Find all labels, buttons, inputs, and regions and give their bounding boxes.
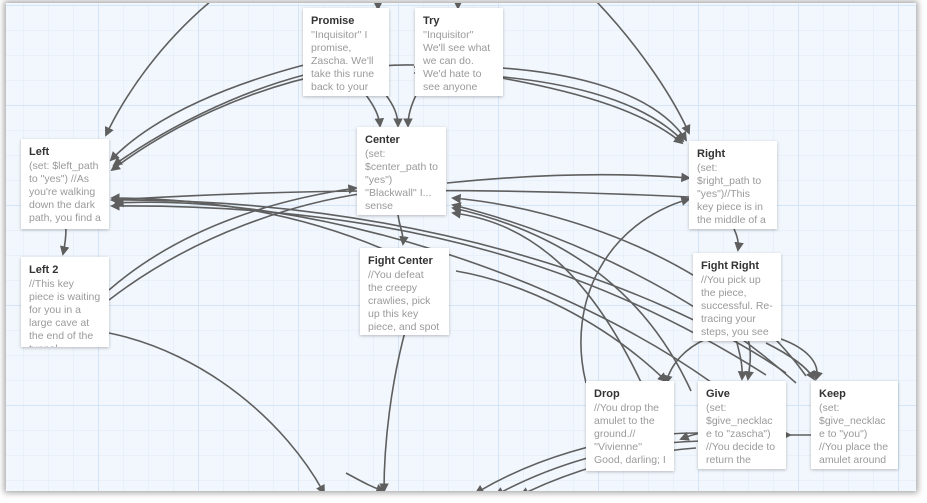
passage-excerpt: ''Inquisitor'' We'll see what we can do.…	[423, 29, 491, 93]
link-arrow	[403, 94, 417, 128]
link-arrow	[596, 3, 691, 135]
link-arrow	[451, 204, 692, 392]
link-arrow	[453, 3, 463, 10]
passage-fight-right[interactable]: Fight Right //You pick up the piece, suc…	[693, 253, 781, 341]
passage-title: Left 2	[29, 264, 59, 276]
passage-excerpt: (set: $give_necklace to "zascha") //You …	[706, 402, 776, 466]
passage-title: Drop	[594, 388, 620, 400]
passage-give[interactable]: Give (set: $give_necklace to "zascha") /…	[698, 381, 786, 469]
passage-title: Keep	[819, 388, 846, 400]
link-arrow	[365, 94, 385, 128]
passage-left-2[interactable]: Left 2 //This key piece is waiting for y…	[21, 257, 109, 347]
passage-try[interactable]: Try ''Inquisitor'' We'll see what we can…	[415, 8, 503, 96]
link-arrow	[109, 64, 305, 162]
passage-title: Promise	[311, 15, 355, 27]
link-arrow	[780, 338, 823, 381]
passage-right[interactable]: Right (set: $right_path to "yes")//This …	[689, 141, 777, 229]
passage-title: Center	[365, 134, 400, 146]
passage-keep[interactable]: Keep (set: $give_necklace to "you") //Yo…	[811, 381, 898, 469]
link-arrow	[345, 472, 386, 491]
passage-promise[interactable]: Promise ''Inquisitor'' I promise, Zascha…	[303, 8, 389, 96]
link-arrow	[735, 338, 748, 381]
passage-excerpt: //You defeat the creepy crawlies, pick u…	[368, 269, 440, 335]
passage-excerpt: //This key piece is waiting for you in a…	[29, 278, 101, 347]
link-arrow	[108, 184, 358, 291]
passage-left[interactable]: Left (set: $left_path to "yes") //As you…	[21, 139, 109, 229]
link-arrow	[744, 338, 754, 381]
passage-excerpt: (set: $center_path to "yes") ''Blackwall…	[365, 148, 438, 212]
link-arrow	[446, 172, 691, 184]
passage-title: Fight Right	[701, 260, 760, 272]
link-arrow	[451, 202, 797, 384]
link-arrow	[385, 94, 403, 128]
link-arrow	[112, 74, 305, 167]
link-arrow	[397, 214, 409, 246]
passage-excerpt: ''Inquisitor'' I promise, Zascha. We'll …	[311, 29, 375, 93]
passage-excerpt: (set: $give_necklace to "you") //You pla…	[819, 402, 889, 466]
passage-center[interactable]: Center (set: $center_path to "yes") ''Bl…	[357, 127, 446, 215]
link-arrow	[580, 196, 691, 384]
passage-fight-center[interactable]: Fight Center //You defeat the creepy cra…	[360, 248, 449, 335]
link-arrow	[108, 189, 368, 301]
passage-excerpt: //You drop the amulet to the ground.// '…	[594, 402, 666, 466]
link-arrow	[379, 327, 407, 491]
link-arrow	[451, 209, 647, 394]
passage-title: Give	[706, 388, 730, 400]
passage-excerpt: (set: $right_path to "yes")//This key pi…	[697, 162, 766, 226]
passage-title: Fight Center	[368, 255, 433, 267]
link-arrow	[495, 76, 684, 145]
passage-excerpt: //You pick up the piece, successful. Re-…	[701, 274, 773, 341]
passage-drop[interactable]: Drop //You drop the amulet to the ground…	[586, 381, 674, 471]
story-map-canvas[interactable]: Promise ''Inquisitor'' I promise, Zascha…	[6, 3, 916, 491]
passage-excerpt: (set: $left_path to "yes") //As you're w…	[29, 160, 101, 224]
link-arrow	[108, 332, 325, 491]
link-arrow	[104, 3, 210, 137]
passage-title: Left	[29, 146, 50, 158]
link-arrow	[59, 227, 70, 256]
link-arrow	[663, 338, 707, 385]
link-arrow	[733, 228, 744, 252]
passage-title: Try	[423, 15, 440, 27]
link-arrow	[765, 342, 815, 381]
link-arrow	[455, 270, 668, 383]
passage-title: Right	[697, 148, 726, 160]
